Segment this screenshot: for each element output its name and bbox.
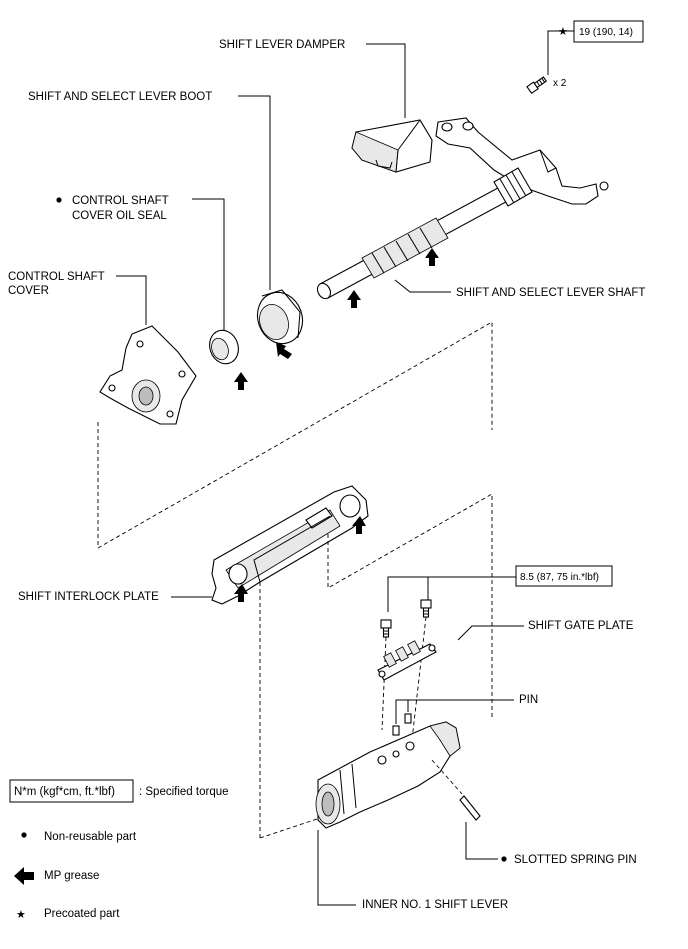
legend: N*m (kgf*cm, ft.*lbf) : Specified torque… — [9, 779, 229, 921]
legend-torque-text: : Specified torque — [139, 786, 229, 798]
legend-torque-box — [9, 779, 134, 803]
label-cover-1: CONTROL SHAFT — [8, 271, 105, 283]
legend-grease-arrow-icon — [14, 867, 34, 885]
label-shift-select-boot: SHIFT AND SELECT LEVER BOOT — [28, 91, 212, 103]
grease-arrow-icon — [347, 290, 361, 308]
shift-interlock-plate — [211, 485, 369, 605]
control-shaft-oil-seal — [209, 329, 239, 365]
label-pin: PIN — [519, 694, 538, 706]
torque-value-gate: 8.5 (87, 75 in.*lbf) — [520, 572, 599, 583]
grease-arrow-icon — [425, 248, 439, 266]
torque-box-gate — [515, 565, 613, 587]
label-interlock-plate: SHIFT INTERLOCK PLATE — [18, 591, 159, 603]
bolt-qty: x 2 — [553, 78, 567, 89]
pin-left — [392, 725, 400, 736]
grease-arrow-icon — [352, 516, 366, 534]
shift-lever-damper — [351, 119, 433, 173]
non-reusable-dot-icon — [501, 856, 507, 862]
legend-dot-icon — [21, 832, 27, 838]
legend-non-reusable: Non-reusable part — [44, 831, 137, 843]
label-spring-pin: SLOTTED SPRING PIN — [514, 854, 637, 866]
legend-torque-box-text: N*m (kgf*cm, ft.*lbf) — [14, 786, 115, 798]
label-gate-plate: SHIFT GATE PLATE — [528, 620, 634, 632]
top-bolt — [526, 76, 548, 95]
inner-no1-shift-lever — [315, 721, 461, 829]
label-oil-seal-1: CONTROL SHAFT — [72, 195, 169, 207]
grease-arrow-icon — [276, 342, 292, 359]
grease-arrow-icon — [234, 372, 248, 390]
non-reusable-dot-icon — [56, 197, 62, 203]
lever-bracket — [435, 117, 609, 205]
slotted-spring-pin — [459, 795, 481, 821]
grease-arrow-icon — [234, 584, 248, 602]
shift-select-shaft — [316, 167, 533, 300]
precoated-star-icon: ★ — [558, 26, 568, 38]
torque-value-top: 19 (190, 14) — [579, 27, 633, 38]
gate-bolt-left — [380, 619, 392, 638]
legend-star-icon: ★ — [16, 909, 26, 921]
legend-precoated: Precoated part — [44, 908, 120, 920]
label-cover-2: COVER — [8, 285, 49, 297]
top-bolt-torque: ★ 19 (190, 14) x 2 — [547, 20, 644, 89]
legend-grease: MP grease — [44, 870, 99, 882]
pin-right — [404, 713, 412, 724]
label-shift-lever-damper: SHIFT LEVER DAMPER — [219, 39, 345, 51]
gate-bolt-torque: 8.5 (87, 75 in.*lbf) — [387, 565, 613, 612]
label-shift-select-shaft: SHIFT AND SELECT LEVER SHAFT — [456, 287, 645, 299]
gate-bolt-right — [420, 599, 432, 618]
label-inner-lever: INNER NO. 1 SHIFT LEVER — [362, 899, 508, 911]
shift-select-boot — [256, 289, 304, 345]
shift-gate-plate — [377, 640, 437, 681]
control-shaft-cover — [99, 325, 197, 425]
label-oil-seal-2: COVER OIL SEAL — [72, 210, 167, 222]
